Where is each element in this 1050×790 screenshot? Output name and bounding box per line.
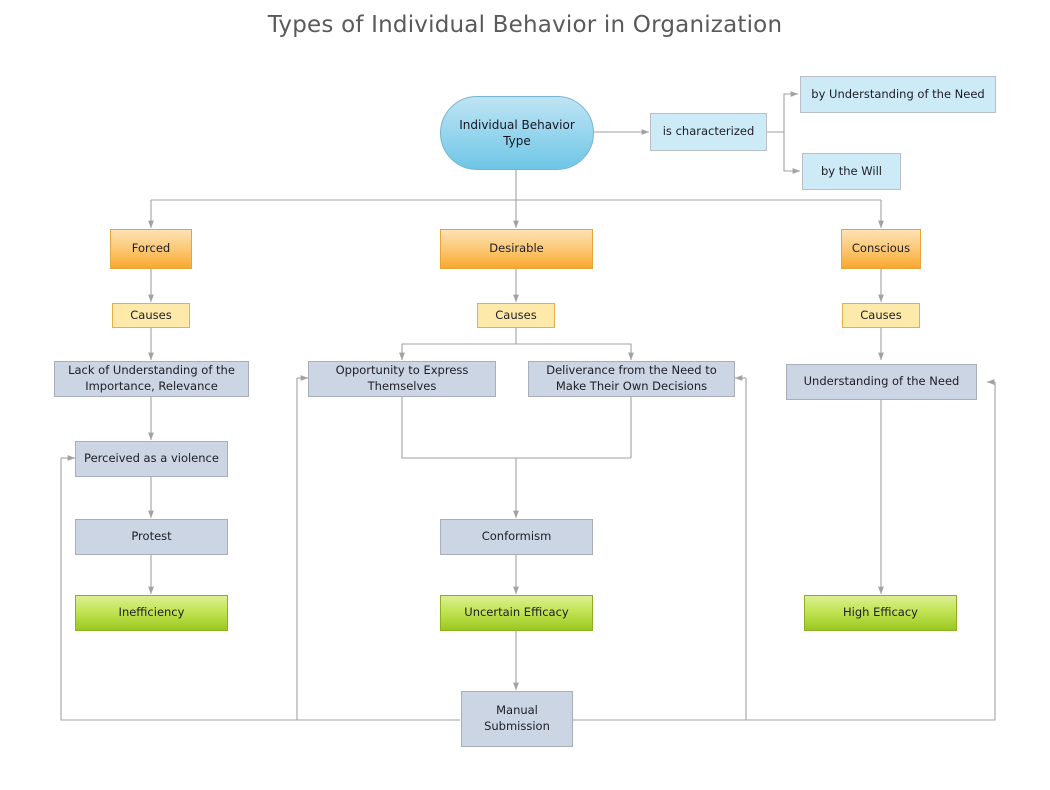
- node-conformism[interactable]: Conformism: [440, 519, 593, 555]
- node-causes-desirable[interactable]: Causes: [477, 303, 555, 328]
- node-by-understanding-of-the-need[interactable]: by Understanding of the Need: [800, 76, 996, 113]
- edge-causes-opportunity: [399, 328, 517, 361]
- node-forced[interactable]: Forced: [110, 229, 192, 269]
- feedback-bus-left: [60, 458, 460, 721]
- node-individual-behavior-type[interactable]: Individual Behavior Type: [440, 96, 594, 170]
- node-causes-forced[interactable]: Causes: [112, 303, 190, 328]
- node-understanding-of-the-need[interactable]: Understanding of the Need: [786, 364, 977, 400]
- edge-characterized-understanding: [767, 91, 799, 133]
- node-causes-conscious[interactable]: Causes: [842, 303, 920, 328]
- edge-opportunity-merge: [401, 396, 631, 459]
- node-protest[interactable]: Protest: [75, 519, 228, 555]
- node-inefficiency[interactable]: Inefficiency: [75, 595, 228, 631]
- node-perceived-as-a-violence[interactable]: Perceived as a violence: [75, 441, 228, 477]
- feedback-bus-right: [573, 382, 996, 721]
- edge-characterized-will: [783, 132, 801, 174]
- edge-causes-deliverance: [516, 343, 634, 361]
- feedback-bus-opportunity: [296, 378, 460, 721]
- node-opportunity-to-express-themselves[interactable]: Opportunity to Express Themselves: [308, 361, 496, 397]
- node-uncertain-efficacy[interactable]: Uncertain Efficacy: [440, 595, 593, 631]
- node-desirable[interactable]: Desirable: [440, 229, 593, 269]
- page-title: Types of Individual Behavior in Organiza…: [267, 12, 783, 38]
- node-lack-of-understanding[interactable]: Lack of Understanding of the Importance,…: [54, 361, 249, 397]
- node-deliverance-from-the-need[interactable]: Deliverance from the Need to Make Their …: [528, 361, 735, 397]
- feedback-bus-deliverance: [573, 378, 747, 721]
- node-by-the-will[interactable]: by the Will: [802, 153, 901, 190]
- node-high-efficacy[interactable]: High Efficacy: [804, 595, 957, 631]
- node-is-characterized[interactable]: is characterized: [650, 113, 767, 151]
- node-conscious[interactable]: Conscious: [841, 229, 921, 269]
- node-manual-submission[interactable]: Manual Submission: [461, 691, 573, 747]
